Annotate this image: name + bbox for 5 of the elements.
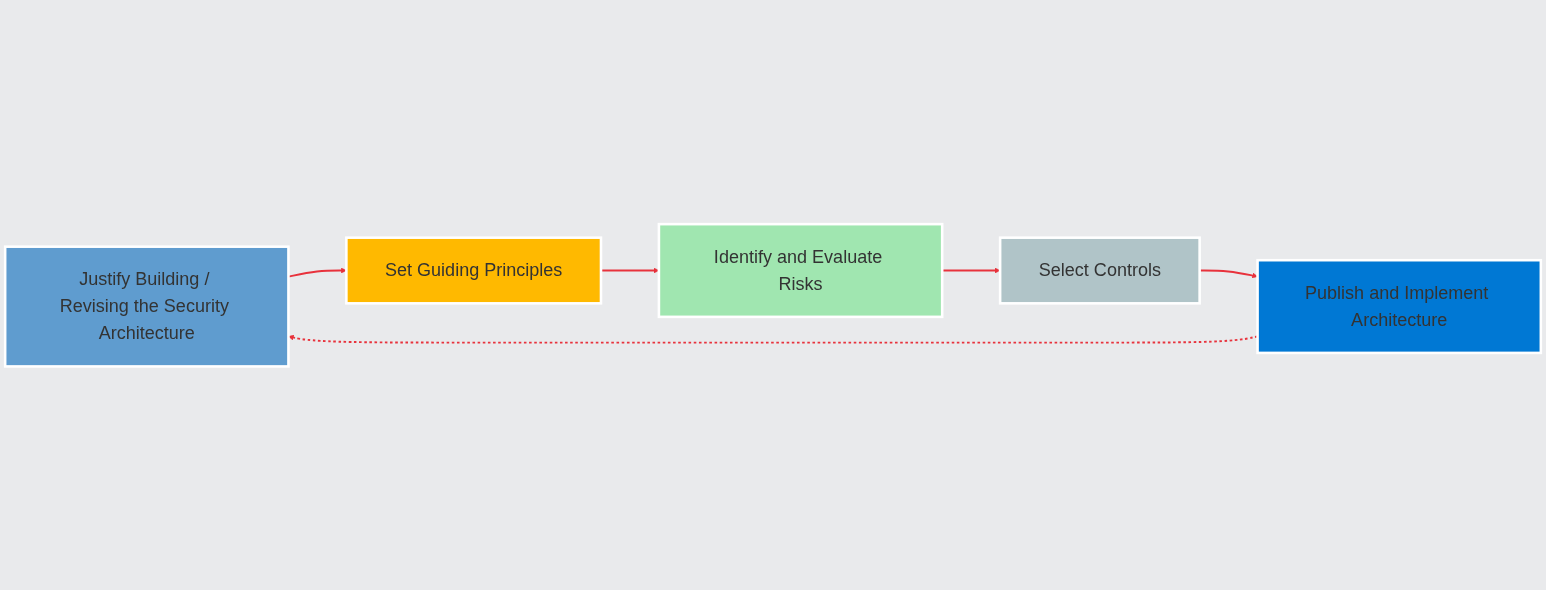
node-box: Set Guiding Principles	[345, 236, 603, 305]
node-box: Publish and Implement Architecture	[1256, 258, 1543, 354]
node-box: Select Controls	[998, 236, 1201, 305]
node-box: Identify and Evaluate Risks	[657, 222, 944, 318]
node-box: Justify Building / Revising the Security Architecture	[3, 245, 290, 368]
